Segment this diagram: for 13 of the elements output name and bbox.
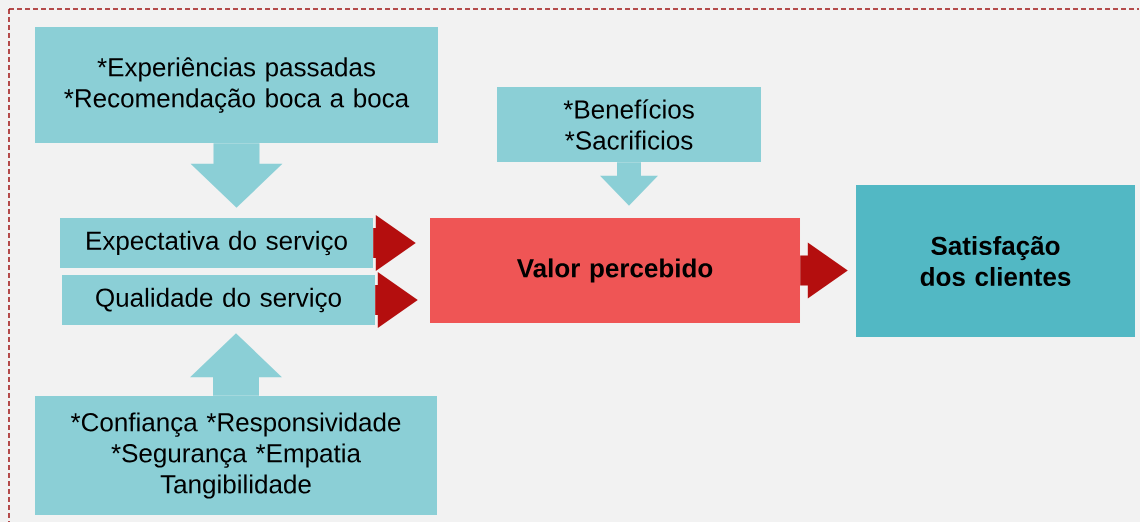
block-arrow	[190, 333, 282, 396]
process-box: Valor percebido	[430, 218, 800, 323]
block-arrow	[373, 215, 416, 271]
block-arrow	[600, 162, 658, 206]
process-box: Expectativa do serviço	[60, 218, 373, 268]
process-box: Qualidade do serviço	[62, 275, 375, 325]
process-box: Satisfação dos clientes	[856, 185, 1135, 337]
process-box: *Benefícios *Sacrificios	[497, 87, 761, 162]
process-box: *Experiências passadas *Recomendação boca a boca	[35, 27, 438, 143]
process-box: *Confiança *Responsividade *Segurança *Empatia Tangibilidade	[35, 396, 437, 515]
block-arrow	[190, 143, 283, 208]
block-arrow	[375, 272, 418, 328]
block-arrow	[800, 242, 848, 299]
